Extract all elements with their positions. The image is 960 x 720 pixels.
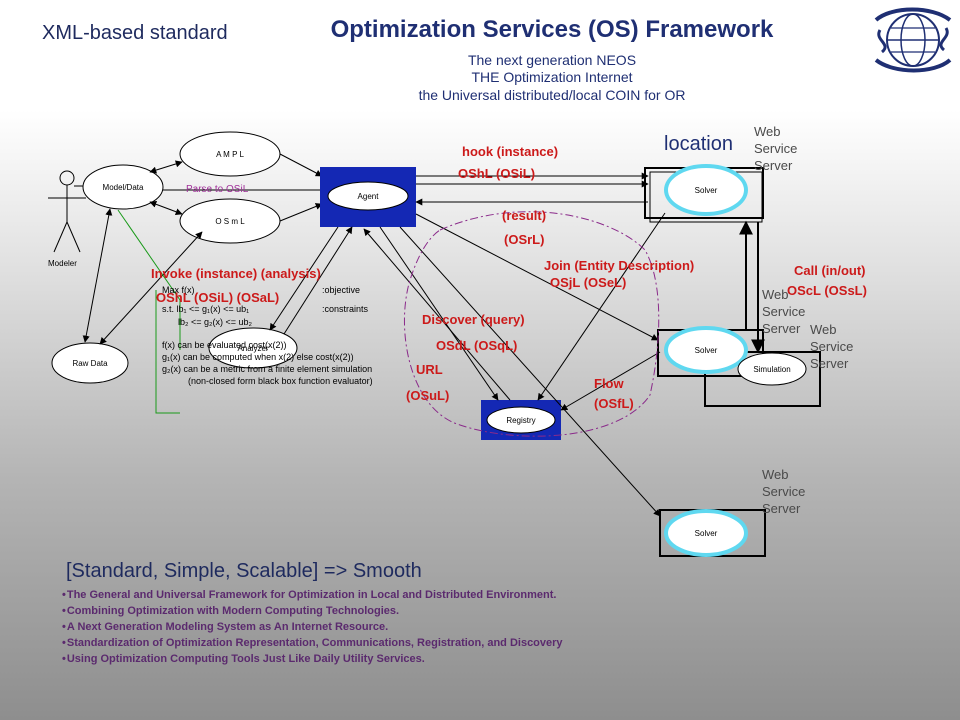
location-label: location [664,133,733,155]
oshl-osil-osal-label: OShL (OSiL) (OSaL) [156,290,279,305]
url-label: URL [416,362,443,377]
solver-node-3[interactable] [664,509,748,557]
raw-data-label: Raw Data [72,359,108,368]
bullet-item: A Next Generation Modeling System as An … [62,619,563,635]
svg-text:g₁(x) can be computed when x(2: g₁(x) can be computed when x(2) else cos… [162,352,354,362]
solver-3-label: Solver [695,529,718,538]
svg-text:f(x) can be evaluated cost(x(2: f(x) can be evaluated cost(x(2)) [162,340,287,350]
hook-instance-label: hook (instance) [462,144,558,159]
svg-text::objective: :objective [322,285,360,295]
model-data-label: Model/Data [103,183,144,192]
svg-text:Max f(x): Max f(x) [162,285,195,295]
join-label: Join (Entity Description) [544,258,694,273]
summary-bullets: The General and Universal Framework for … [62,587,563,667]
svg-text:s.t. lb₁ <= g₁(x) <= ub₁: s.t. lb₁ <= g₁(x) <= ub₁ [162,304,249,314]
bullet-item: The General and Universal Framework for … [62,587,563,603]
os-logo-icon [874,7,952,73]
summary-section: [Standard, Simple, Scalable] => Smooth T… [66,560,563,667]
simulation-label: Simulation [753,365,790,374]
svg-text:(non-closed form black box fun: (non-closed form black box function eval… [188,376,373,386]
osdl-osql-label: OSdL (OSqL) [436,338,517,353]
bullet-item: Combining Optimization with Modern Compu… [62,603,563,619]
osml-label: O S m L [215,217,245,226]
analyzer-node[interactable] [208,327,298,369]
call-label: Call (in/out) [794,263,866,278]
flow-label: Flow [594,376,624,391]
summary-headline: [Standard, Simple, Scalable] => Smooth [66,560,422,582]
modeler-icon [48,170,86,253]
solver-1-label: Solver [695,186,718,195]
model-data-node[interactable] [82,164,164,210]
parse-to-osil-label: Parse to OSiL [186,184,249,195]
svg-text::constraints: :constraints [322,304,369,314]
solver-2-label: Solver [695,346,718,355]
osrl-label: (OSrL) [504,232,544,247]
osfl-label: (OSfL) [594,396,634,411]
osul-label: (OSuL) [406,388,449,403]
solver-node-2[interactable] [664,326,748,374]
oscl-ossl-label: OScL (OSsL) [787,283,867,298]
simulation-node[interactable] [737,352,807,386]
osjl-osel-label: OSjL (OSeL) [550,275,626,290]
subtitle-line-1: The next generation NEOS [467,52,637,68]
subtitle-line-3: the Universal distributed/local COIN for… [418,87,686,103]
result-label: (result) [502,208,546,223]
analyzer-label: Analyzer [237,344,268,353]
problem-formulation-text: Max f(x) s.t. lb₁ <= g₁(x) <= ub₁ lb₂ <=… [162,285,373,386]
discover-label: Discover (query) [422,312,525,327]
modeler-label: Modeler [48,259,77,268]
oshl-osil-label: OShL (OSiL) [458,166,535,181]
page-title: Optimization Services (OS) Framework [330,16,774,43]
agent-label: Agent [358,192,380,201]
svg-text:g₂(x) can be a metric from a f: g₂(x) can be a metric from a finite elem… [162,364,372,374]
invoke-label: Invoke (instance) (analysis) [151,266,321,281]
ampl-label: A M P L [216,150,244,159]
xml-standard-label: XML-based standard [42,22,228,44]
raw-data-node[interactable] [51,342,129,384]
bullet-item: Using Optimization Computing Tools Just … [62,651,563,667]
svg-text:lb₂ <= g₂(x) <= ub₂: lb₂ <= g₂(x) <= ub₂ [178,317,253,327]
solver-node-1[interactable] [664,164,748,216]
bullet-item: Standardization of Optimization Represen… [62,635,563,651]
registry-label: Registry [506,416,535,425]
subtitle-line-2: THE Optimization Internet [471,69,633,85]
